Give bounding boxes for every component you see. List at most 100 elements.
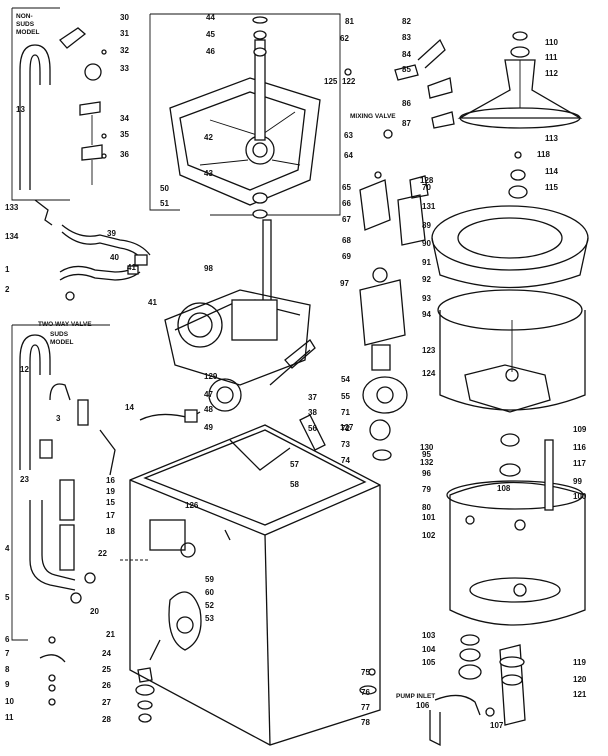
callout-10: 10 [5, 697, 14, 706]
cabinet [120, 424, 381, 746]
callout-39: 39 [107, 229, 116, 238]
callout-4: 4 [5, 544, 10, 553]
basket-95 [439, 310, 586, 411]
callout-35: 35 [120, 130, 129, 139]
pump-53 [168, 591, 202, 651]
callout-87: 87 [402, 119, 411, 128]
callout-18: 18 [106, 527, 115, 536]
callout-105: 105 [422, 658, 436, 667]
callout-15: 15 [106, 498, 115, 507]
callout-101: 101 [422, 513, 436, 522]
callout-98: 98 [204, 264, 213, 273]
callout-42: 42 [204, 133, 213, 142]
non-suds-caption-1: NON- [16, 13, 33, 20]
hose-clamps-lower-left [39, 636, 155, 723]
callout-6: 6 [5, 635, 10, 644]
callout-110: 110 [545, 38, 558, 47]
callout-57: 57 [290, 460, 299, 469]
callout-78: 78 [361, 718, 370, 727]
callout-37: 37 [308, 393, 317, 402]
grommet-33 [84, 63, 102, 81]
callout-19: 19 [106, 487, 115, 496]
callout-93: 93 [422, 294, 431, 303]
callout-30: 30 [120, 13, 129, 22]
callout-41: 41 [148, 298, 157, 307]
callout-81: 81 [345, 17, 354, 26]
callout-58: 58 [290, 480, 299, 489]
callout-91: 91 [422, 258, 431, 267]
outer-tub-100 [449, 481, 586, 626]
callout-99: 99 [573, 477, 582, 486]
callout-74: 74 [341, 456, 350, 465]
suds-model-inset: TWO WAY VALVE SUDS MODEL [11, 321, 116, 641]
callout-7: 7 [5, 649, 10, 658]
callout-102: 102 [422, 531, 436, 540]
callout-62: 62 [340, 34, 349, 43]
callout-116: 116 [573, 443, 586, 452]
callout-107: 107 [490, 721, 504, 730]
hose-connector-1 [34, 199, 53, 226]
callout-132: 132 [420, 458, 434, 467]
callout-114: 114 [545, 167, 558, 176]
callout-66: 66 [342, 199, 351, 208]
non-suds-model-inset: NON- SUDS MODEL [11, 7, 107, 201]
callout-40: 40 [110, 253, 119, 262]
callout-77: 77 [361, 703, 370, 712]
callout-28: 28 [102, 715, 111, 724]
callout-36: 36 [120, 150, 129, 159]
callout-63: 63 [344, 131, 353, 140]
callout-109: 109 [573, 425, 587, 434]
drive-block-42 [169, 77, 321, 206]
callout-50: 50 [160, 184, 169, 193]
callout-70: 70 [422, 183, 431, 192]
callout-128: 128 [420, 176, 434, 185]
outer-tub [446, 439, 586, 626]
callout-104: 104 [422, 645, 436, 654]
callout-115: 115 [545, 183, 558, 192]
tub-ring-92 [431, 205, 589, 271]
motor-assembly [359, 279, 521, 477]
callout-86: 86 [402, 99, 411, 108]
callout-79: 79 [422, 485, 431, 494]
callout-131: 131 [422, 202, 436, 211]
callout-133: 133 [5, 203, 19, 212]
callout-100: 100 [573, 492, 587, 501]
callout-17: 17 [106, 511, 115, 520]
callout-14: 14 [125, 403, 134, 412]
callout-127: 127 [340, 423, 354, 432]
callout-53: 53 [205, 614, 214, 623]
callout-123: 123 [422, 346, 436, 355]
callout-54: 54 [341, 375, 350, 384]
callout-23: 23 [20, 475, 29, 484]
callout-8: 8 [5, 665, 10, 674]
non-suds-caption-2: SUDS [16, 21, 35, 28]
callout-126: 126 [185, 501, 199, 510]
callout-72: 72 [341, 424, 350, 433]
callout-124: 124 [422, 369, 436, 378]
callout-69: 69 [342, 252, 351, 261]
callout-96: 96 [422, 469, 431, 478]
callout-120: 120 [573, 675, 587, 684]
callout-20: 20 [90, 607, 99, 616]
callout-111: 111 [545, 53, 558, 62]
callout-122: 122 [342, 77, 356, 86]
callout-83: 83 [402, 33, 411, 42]
transmission-assembly [139, 219, 316, 423]
two-way-valve-caption: TWO WAY VALVE [38, 321, 92, 328]
shaft [254, 39, 266, 141]
callout-90: 90 [422, 239, 431, 248]
callout-34: 34 [120, 114, 129, 123]
callout-125: 125 [324, 77, 338, 86]
callout-33: 33 [120, 64, 129, 73]
callout-59: 59 [205, 575, 214, 584]
callout-43: 43 [204, 169, 213, 178]
callout-113: 113 [545, 134, 558, 143]
motor-coupling [208, 378, 242, 412]
callout-49: 49 [204, 423, 213, 432]
callout-117: 117 [573, 459, 586, 468]
callout-47: 47 [204, 390, 213, 399]
callout-5: 5 [5, 593, 10, 602]
tub-assembly [431, 205, 589, 413]
